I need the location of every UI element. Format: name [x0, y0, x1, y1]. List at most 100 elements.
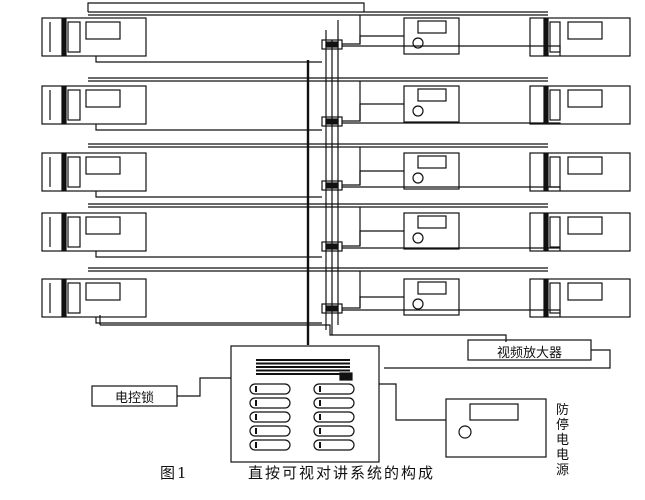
- floor-4-monitor-left-side: [67, 216, 81, 248]
- floor-1-wire-left: [95, 56, 322, 63]
- call-button-left-4: [249, 425, 291, 437]
- floor-2-monitor-right: [529, 85, 631, 125]
- floor-1-monitor-right-handset: [543, 18, 549, 56]
- call-button-right-1: [313, 383, 355, 395]
- floor-2-indoor-unit: [403, 85, 460, 123]
- floor-3-wire-indoor: [342, 170, 404, 186]
- floor-5-wire-indoor: [342, 296, 404, 309]
- power-supply-wire: [379, 383, 446, 421]
- door-panel-body: [230, 345, 380, 463]
- floor-3-indoor-unit: [403, 152, 460, 190]
- floor-5-indoor-unit-screen: [417, 281, 447, 295]
- floor-4-monitor-right-handset: [543, 213, 549, 251]
- floor-5-monitor-left-body: [41, 278, 147, 318]
- floor-3-monitor-right-side: [549, 156, 561, 188]
- floor-4-monitor-right-screen: [567, 216, 603, 235]
- floor-1-monitor-left-handset: [61, 18, 67, 56]
- floor-3-monitor-right: [529, 152, 631, 192]
- floor-3-wire-left: [95, 191, 322, 198]
- power-supply-screen: [469, 403, 519, 421]
- floor-1-wire-indoor: [342, 35, 404, 45]
- video-amp-output: [384, 349, 611, 369]
- floor-1-wire-right: [342, 45, 561, 56]
- electric-lock-wire: [177, 377, 231, 397]
- top-wire: [87, 2, 365, 12]
- floor-5-wire-right: [342, 309, 561, 317]
- floor-2-monitor-left-screen: [85, 89, 121, 108]
- floor-1-indoor-unit-button: [412, 37, 424, 49]
- floor-3-monitor-right-body: [529, 152, 631, 192]
- floor-3-monitor-right-handset: [543, 153, 549, 191]
- floor-5-monitor-left-side: [67, 282, 81, 314]
- figure-number: 图1: [160, 464, 189, 482]
- floor-4-wire-right: [342, 247, 561, 251]
- call-button-left-1: [249, 383, 291, 395]
- power-supply-body: [445, 398, 547, 458]
- floor-5-monitor-right-screen: [567, 282, 603, 301]
- floor-4-indoor-unit-button: [412, 232, 424, 244]
- floor-2-monitor-right-body: [529, 85, 631, 125]
- floor-5-indoor-unit-button: [412, 298, 424, 310]
- floor-2-monitor-left-side: [67, 89, 81, 121]
- floor-4-wire-left: [95, 251, 322, 258]
- call-button-left-3: [249, 411, 291, 423]
- floor-3-monitor-left: [41, 152, 147, 192]
- floor-2-monitor-left-body: [41, 85, 147, 125]
- floor-4-wire-indoor: [342, 230, 404, 247]
- floor-2-wire-right: [342, 122, 561, 124]
- floor-4-indoor-unit: [403, 212, 460, 250]
- floor-5-monitor-left: [41, 278, 147, 318]
- floor-5-monitor-right-side: [549, 282, 561, 314]
- floor-4-monitor-left: [41, 212, 147, 252]
- floor-1-monitor-left-screen: [85, 21, 121, 40]
- floor-4-monitor-left-screen: [85, 216, 121, 235]
- floor-2-monitor-right-side: [549, 89, 561, 121]
- door-panel-camera: [339, 372, 353, 381]
- call-button-left-5: [249, 439, 291, 451]
- floor-5-wire-left: [95, 317, 322, 324]
- electric-lock-label: 电控锁: [114, 391, 154, 406]
- power-supply-button: [458, 425, 472, 439]
- floor-4-monitor-right-body: [529, 212, 631, 252]
- floor-1-monitor-left: [41, 17, 147, 57]
- floor-2-wire-indoor: [342, 103, 404, 122]
- floor-4-indoor-unit-body: [403, 212, 460, 250]
- floor-1-indoor-unit-body: [403, 17, 460, 55]
- floor-3-monitor-left-side: [67, 156, 81, 188]
- floor-1-monitor-right-side: [549, 21, 561, 53]
- video-amplifier-label: 视频放大器: [496, 346, 562, 361]
- floor-2-wire-left: [95, 124, 322, 131]
- floor-5-monitor-left-handset: [61, 279, 67, 317]
- call-button-right-2: [313, 397, 355, 409]
- floor-1-indoor-unit: [403, 17, 460, 55]
- floor-4-monitor-left-body: [41, 212, 147, 252]
- call-button-right-3: [313, 411, 355, 423]
- video-amp-feed: [100, 324, 507, 342]
- floor-5-monitor-right: [529, 278, 631, 318]
- floor-5-monitor-left-screen: [85, 282, 121, 301]
- floor-3-monitor-left-screen: [85, 156, 121, 175]
- floor-4-indoor-unit-screen: [417, 215, 447, 229]
- floor-2-monitor-left-handset: [61, 86, 67, 124]
- floor-2-monitor-left: [41, 85, 147, 125]
- floor-5-monitor-right-handset: [543, 279, 549, 317]
- power-supply-label: 防停电电源: [556, 403, 570, 478]
- floor-4-monitor-left-handset: [61, 213, 67, 251]
- figure-caption: 直按可视对讲系统的构成: [248, 464, 436, 482]
- floor-3-monitor-right-screen: [567, 156, 603, 175]
- floor-2-monitor-right-screen: [567, 89, 603, 108]
- floor-1-monitor-right: [529, 17, 631, 57]
- floor-3-wire-right: [342, 186, 561, 191]
- floor-2-indoor-unit-body: [403, 85, 460, 123]
- floor-1-monitor-left-side: [67, 21, 81, 53]
- floor-3-indoor-unit-body: [403, 152, 460, 190]
- floor-1-indoor-unit-screen: [417, 20, 447, 34]
- floor-3-monitor-left-body: [41, 152, 147, 192]
- floor-2-indoor-unit-button: [412, 105, 424, 117]
- call-button-left-2: [249, 397, 291, 409]
- floor-5-monitor-right-body: [529, 278, 631, 318]
- floor-4-monitor-right-side: [549, 216, 561, 248]
- floor-2-monitor-right-handset: [543, 86, 549, 124]
- floor-1-monitor-right-screen: [567, 21, 603, 40]
- call-button-right-5: [313, 439, 355, 451]
